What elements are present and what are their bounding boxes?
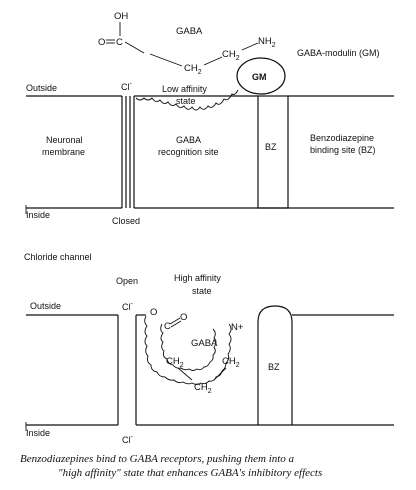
chain-bond-right bbox=[213, 367, 227, 381]
o-label: O bbox=[98, 37, 105, 48]
gaba-bottom-label: GABA bbox=[191, 338, 218, 349]
gaba-molecule: OH O C GABA CH2 CH2 NH2 bbox=[98, 11, 276, 76]
high-affinity-line1: High affinity bbox=[174, 273, 221, 283]
co-bond-1 bbox=[169, 317, 181, 325]
caption-line1: Benzodiazepines bind to GABA receptors, … bbox=[20, 453, 295, 465]
closed-label: Closed bbox=[112, 216, 140, 226]
bz-site-bottom bbox=[257, 305, 293, 425]
high-affinity-outer-wavy bbox=[144, 315, 232, 385]
chloride-channel-label: Chloride channel bbox=[24, 252, 92, 262]
low-affinity-line1: Low affinity bbox=[162, 84, 207, 94]
outside-top-label: Outside bbox=[26, 83, 57, 93]
c-label: C bbox=[116, 37, 123, 48]
o-right-label: O bbox=[180, 312, 187, 323]
high-affinity-inner-wavy bbox=[160, 323, 217, 371]
inside-top-label: Inside bbox=[26, 210, 50, 220]
bz-site-line2: binding site (BZ) bbox=[310, 145, 376, 155]
chain-bond-left bbox=[177, 367, 193, 381]
ch2-high-label: CH2 bbox=[222, 49, 240, 62]
neuronal-line1: Neuronal bbox=[46, 135, 83, 145]
chain-bond-2 bbox=[149, 53, 183, 67]
o-left-label: O bbox=[150, 307, 157, 318]
chain-bond-4 bbox=[241, 42, 259, 51]
low-affinity-line2: state bbox=[176, 96, 196, 106]
oh-label: OH bbox=[114, 11, 128, 22]
gaba-top-label: GABA bbox=[176, 26, 203, 37]
gm-label: GM bbox=[252, 72, 267, 82]
bz-site-line1: Benzodiazepine bbox=[310, 133, 374, 143]
cl-top-panel-label: Cl- bbox=[121, 81, 133, 92]
recog-line1: GABA bbox=[176, 135, 201, 145]
recog-line2: recognition site bbox=[158, 147, 219, 157]
gaba-modulin-ellipse bbox=[236, 57, 286, 95]
bottom-membrane bbox=[25, 314, 394, 431]
caption-line2: "high affinity" state that enhances GABA… bbox=[58, 467, 322, 479]
nh2-label: NH2 bbox=[258, 36, 276, 49]
high-affinity-line2: state bbox=[192, 286, 212, 296]
open-label: Open bbox=[116, 276, 138, 286]
outside-bottom-label: Outside bbox=[30, 301, 61, 311]
bz-bottom-label: BZ bbox=[268, 362, 280, 372]
closed-chloride-channel bbox=[121, 96, 135, 208]
ch2-left-label: CH2 bbox=[166, 356, 184, 369]
nplus-label: N+ bbox=[231, 322, 244, 333]
gaba-modulin-label: GABA-modulin (GM) bbox=[297, 48, 380, 58]
inside-bottom-label: Inside bbox=[26, 428, 50, 438]
cl-bottom-label: Cl- bbox=[122, 434, 134, 445]
c-bottom-label: C bbox=[164, 321, 171, 332]
ch2-low-label: CH2 bbox=[184, 63, 202, 76]
bz-site-top bbox=[257, 95, 289, 209]
co-bond-2 bbox=[170, 320, 182, 328]
chain-bond-3 bbox=[203, 56, 223, 66]
chain-bond-1 bbox=[124, 41, 145, 54]
low-affinity-wavy-site bbox=[135, 89, 239, 111]
ch2-right-label: CH2 bbox=[222, 356, 240, 369]
neuronal-line2: membrane bbox=[42, 147, 85, 157]
bz-top-label: BZ bbox=[265, 142, 277, 152]
cl-bottom-top-label: Cl- bbox=[122, 301, 134, 312]
ch2-bottom-label: CH2 bbox=[194, 382, 212, 395]
